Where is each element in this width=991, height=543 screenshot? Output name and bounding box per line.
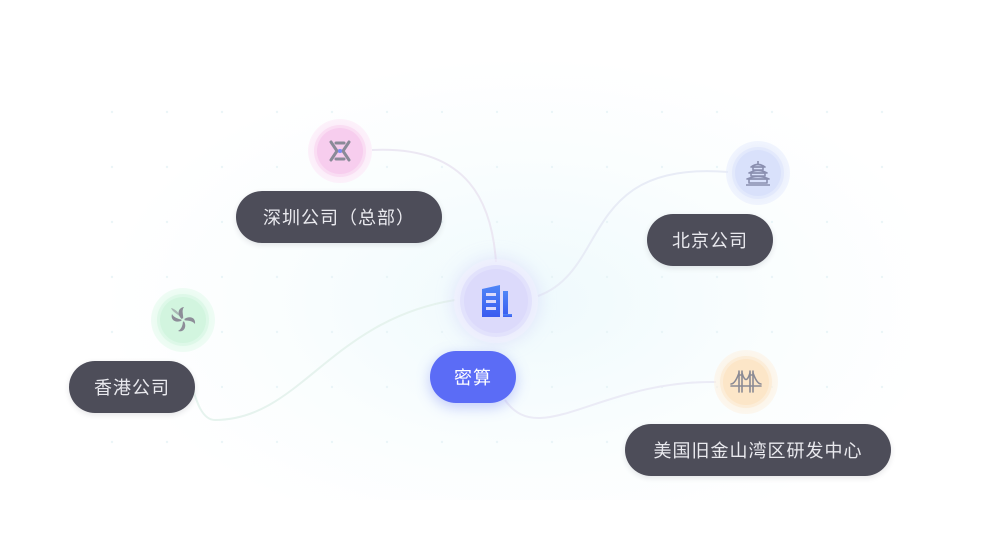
beijing-node-icon[interactable] [726, 141, 790, 205]
link-shenzhen [371, 148, 497, 263]
beijing-office-label[interactable]: 北京公司 [647, 214, 773, 266]
sanfrancisco-node-icon[interactable] [714, 350, 778, 414]
hongkong-office-label[interactable]: 香港公司 [69, 361, 195, 413]
link-sanfrancisco [504, 380, 717, 419]
temple-of-heaven-icon [735, 150, 781, 196]
sanfrancisco-office-label[interactable]: 美国旧金山湾区研发中心 [625, 424, 891, 476]
shenzhen-office-label[interactable]: 深圳公司（总部） [236, 191, 442, 243]
center-node-icon[interactable] [454, 259, 538, 343]
center-label[interactable]: 密算 [430, 351, 516, 403]
bauhinia-flower-icon [160, 297, 206, 343]
hongkong-node-icon[interactable] [151, 288, 215, 352]
link-beijing [537, 170, 729, 297]
office-building-icon [464, 269, 528, 333]
metro-logo-icon [317, 128, 363, 174]
shenzhen-node-icon[interactable] [308, 119, 372, 183]
golden-gate-bridge-icon [723, 359, 769, 405]
link-hongkong [189, 299, 456, 422]
